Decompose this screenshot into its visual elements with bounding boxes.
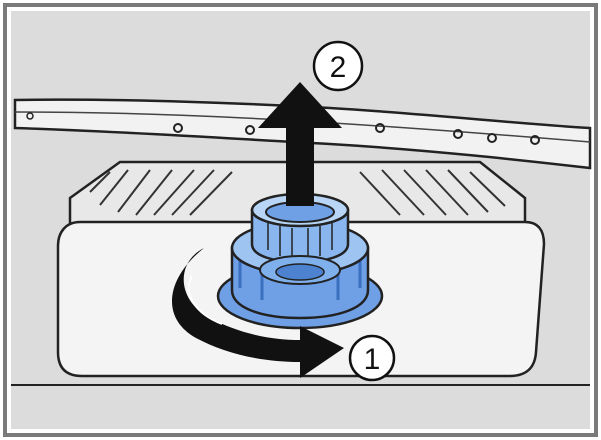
- svg-text:1: 1: [364, 343, 381, 376]
- step-2-label: 2: [314, 42, 362, 90]
- step-1-label: 1: [350, 336, 394, 380]
- svg-text:2: 2: [330, 51, 347, 84]
